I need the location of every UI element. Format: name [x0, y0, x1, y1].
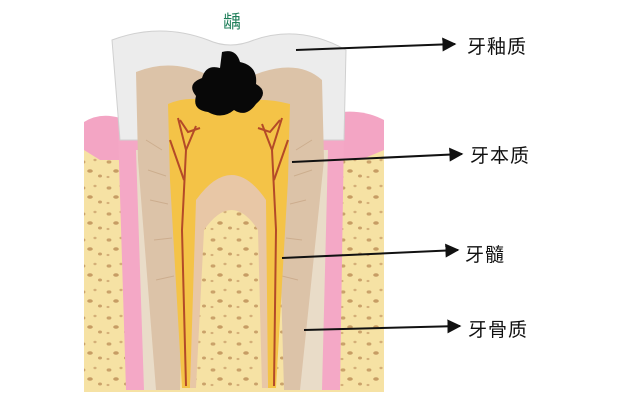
- bone-label: 牙骨质: [468, 319, 529, 341]
- enamel-pointer: [295, 37, 457, 52]
- bone-pointer: [303, 319, 462, 334]
- pulp-pointer: [281, 243, 460, 259]
- enamel-label: 牙釉质: [467, 36, 528, 58]
- pulp: [168, 98, 290, 388]
- caries-cavity: [192, 51, 263, 116]
- pulp-label: 牙髓: [465, 244, 506, 266]
- caries-label: 龋: [223, 12, 241, 33]
- dentin-label: 牙本质: [470, 145, 531, 167]
- dentin-pointer: [291, 147, 464, 163]
- nerve-vessels: [169, 117, 289, 387]
